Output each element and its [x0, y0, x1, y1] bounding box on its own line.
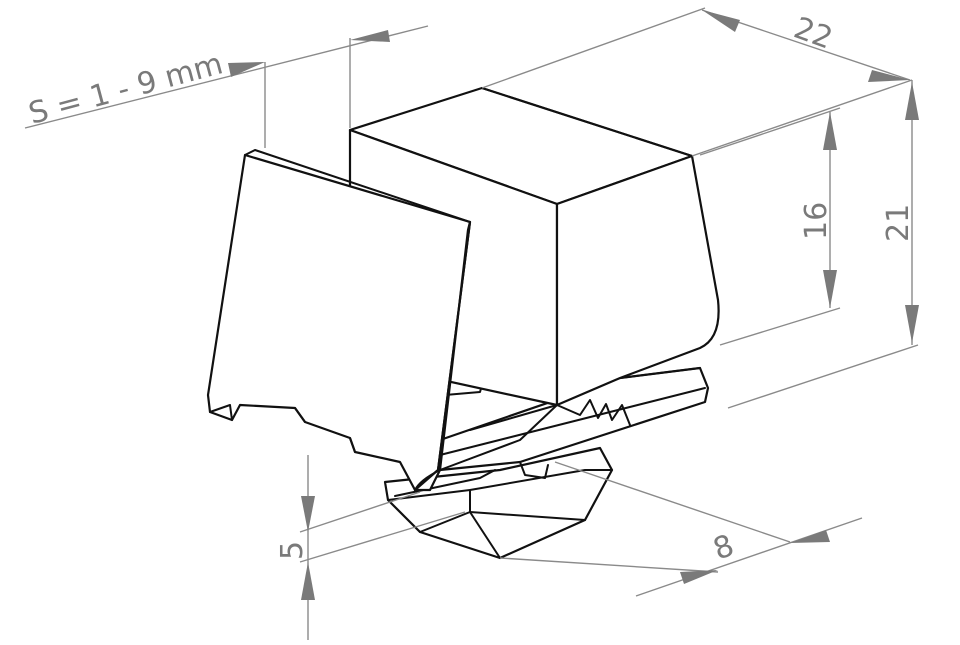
arrow-head — [301, 496, 315, 532]
jaw-plate — [206, 149, 558, 492]
arrow-head — [905, 305, 919, 343]
base-width-label: 8 — [709, 528, 739, 567]
arrow-head — [301, 562, 315, 600]
base-height-label: 5 — [275, 541, 310, 560]
total-height-label: 21 — [881, 204, 916, 242]
length-label: 22 — [789, 11, 837, 57]
clamp-part — [206, 86, 720, 560]
arrow-head — [868, 70, 910, 82]
clamp-range-label: S = 1 - 9 mm — [25, 46, 227, 131]
arrow-head — [823, 270, 837, 308]
arrow-head — [905, 82, 919, 120]
arrow-head — [702, 10, 740, 32]
dimension-base-height: 5 — [275, 455, 466, 640]
dimension-total-height: 21 — [727, 80, 919, 409]
dimension-inner-height: 16 — [699, 107, 841, 346]
arrow-head — [680, 570, 718, 584]
arrow-head — [790, 530, 830, 543]
arrow-head — [228, 62, 265, 77]
arrow-head — [823, 112, 837, 150]
dimension-base-width: 8 — [499, 461, 863, 597]
inner-height-label: 16 — [799, 202, 834, 240]
arrow-head — [350, 30, 390, 42]
